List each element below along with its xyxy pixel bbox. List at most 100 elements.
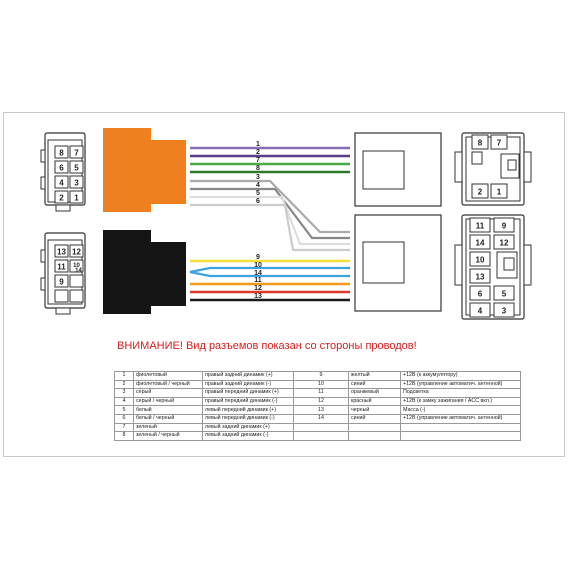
pin-label: 10	[476, 256, 485, 265]
wire-number: 4	[114, 396, 134, 407]
warning-text: ВНИМАНИЕ! Вид разъемов показан со сторон…	[117, 340, 417, 352]
table-row: 7 зеленый левый задний динамик (+)	[114, 422, 521, 433]
wire-function: левый задний динамик (-)	[202, 431, 294, 441]
wire-label: 9	[256, 254, 260, 261]
top-wires	[190, 146, 350, 252]
wire-number: 8	[114, 431, 134, 441]
pin-label: 13	[57, 248, 66, 257]
wire-number: 2	[114, 379, 134, 390]
wire-function: +12В (к замку зажигания / ACC вкл.)	[400, 396, 521, 407]
wire-label: 6	[256, 198, 260, 205]
wire-label: 12	[254, 285, 262, 292]
right-bottom-connector-outline	[354, 214, 442, 312]
wire-label: 1	[256, 141, 260, 148]
wire-color: желтый	[348, 371, 401, 381]
wire-number: 14	[293, 413, 349, 424]
pin-label: 7	[74, 149, 79, 158]
pin-label: 14	[476, 239, 485, 248]
table-row: 5 белый левый передний динамик (+) 13 че…	[114, 405, 521, 415]
wire-color: фиолетовый / черный	[133, 379, 203, 390]
wire-color: белый / черный	[133, 413, 203, 424]
wire-number	[293, 422, 349, 433]
wire-color: красный	[348, 396, 401, 407]
pin-label: 9	[59, 278, 64, 287]
wire-function: +12В (к аккумулятору)	[400, 371, 521, 381]
pin-label: 12	[500, 239, 509, 248]
wire-color: серый / черный	[133, 396, 203, 407]
wire-function: левый передний динамик (-)	[202, 413, 294, 424]
left-bottom-connector: 13 12 11 10 14 9	[40, 232, 86, 315]
wire-number: 13	[293, 405, 349, 415]
table-row: 2 фиолетовый / черный правый задний дина…	[114, 379, 521, 390]
wire-color: зеленый / черный	[133, 431, 203, 441]
wire-number: 6	[114, 413, 134, 424]
wire-function	[400, 422, 521, 433]
wire-number: 1	[114, 371, 134, 381]
pin-label: 13	[476, 273, 485, 282]
wire-function: правый задний динамик (+)	[202, 371, 294, 381]
wire-label: 11	[254, 277, 262, 284]
pin-label: 10	[73, 263, 80, 269]
right-top-connector-outline	[354, 132, 442, 207]
wire-function	[400, 431, 521, 441]
wire-number: 12	[293, 396, 349, 407]
wire-function: левый передний динамик (+)	[202, 405, 294, 415]
wire-number: 11	[293, 388, 349, 398]
wire-color: фиолетовый	[133, 371, 203, 381]
wire-color: серый	[133, 388, 203, 398]
wire-label: 3	[256, 174, 260, 181]
wire-color: синий	[348, 413, 401, 424]
pin-label: 1	[74, 194, 79, 203]
far-right-top-connector: 8 7 2 1	[454, 132, 532, 206]
orange-connector	[103, 128, 186, 212]
pin-label: 4	[59, 179, 64, 188]
wire-number: 9	[293, 371, 349, 381]
wire-label: 2	[256, 149, 260, 156]
pin-label: 8	[59, 149, 64, 158]
wire-color: синий	[348, 379, 401, 390]
table-row: 6 белый / черный левый передний динамик …	[114, 413, 521, 424]
wire-number: 5	[114, 405, 134, 415]
wire-label: 14	[254, 270, 262, 277]
pin-label: 14	[75, 268, 82, 274]
pin-label: 8	[478, 139, 483, 148]
pin-label: 5	[502, 290, 507, 299]
wire-function: левый задний динамик (+)	[202, 422, 294, 433]
wire-number: 3	[114, 388, 134, 398]
wire-number	[293, 431, 349, 441]
pin-label: 3	[74, 179, 79, 188]
wire-function: +12В (управление автоматич. антенной)	[400, 413, 521, 424]
bottom-wires	[189, 259, 350, 302]
wire-function: Масса (-)	[400, 405, 521, 415]
wire-number: 7	[114, 422, 134, 433]
wire-function: правый передний динамик (-)	[202, 396, 294, 407]
far-right-bottom-connector: 11 9 14 12 10 13 6 5 4 3	[454, 214, 532, 320]
wire-color	[348, 431, 401, 441]
table-row: 8 зеленый / черный левый задний динамик …	[114, 431, 521, 441]
wire-color: черный	[348, 405, 401, 415]
wire-label: 10	[254, 262, 262, 269]
pin-label: 6	[59, 164, 64, 173]
wire-function: правый задний динамик (-)	[202, 379, 294, 390]
left-top-connector: 8 7 6 5 4 3 2 1	[40, 132, 86, 212]
table-row: 3 серый правый передний динамик (+) 11 о…	[114, 388, 521, 398]
wire-number: 10	[293, 379, 349, 390]
wire-label: 13	[254, 293, 262, 300]
wire-label: 7	[256, 157, 260, 164]
pin-label: 3	[502, 307, 507, 316]
wire-color: белый	[133, 405, 203, 415]
table-row: 4 серый / черный правый передний динамик…	[114, 396, 521, 407]
wire-color	[348, 422, 401, 433]
wire-function: правый передний динамик (+)	[202, 388, 294, 398]
pin-label: 2	[59, 194, 64, 203]
wire-label: 5	[256, 190, 260, 197]
pin-label: 7	[497, 139, 502, 148]
pin-label: 6	[478, 290, 483, 299]
pin-label: 12	[72, 248, 81, 257]
black-connector	[103, 230, 186, 314]
wire-color: оранжевый	[348, 388, 401, 398]
pin-label: 9	[502, 222, 507, 231]
table-row: 1 фиолетовый правый задний динамик (+) 9…	[114, 371, 521, 381]
